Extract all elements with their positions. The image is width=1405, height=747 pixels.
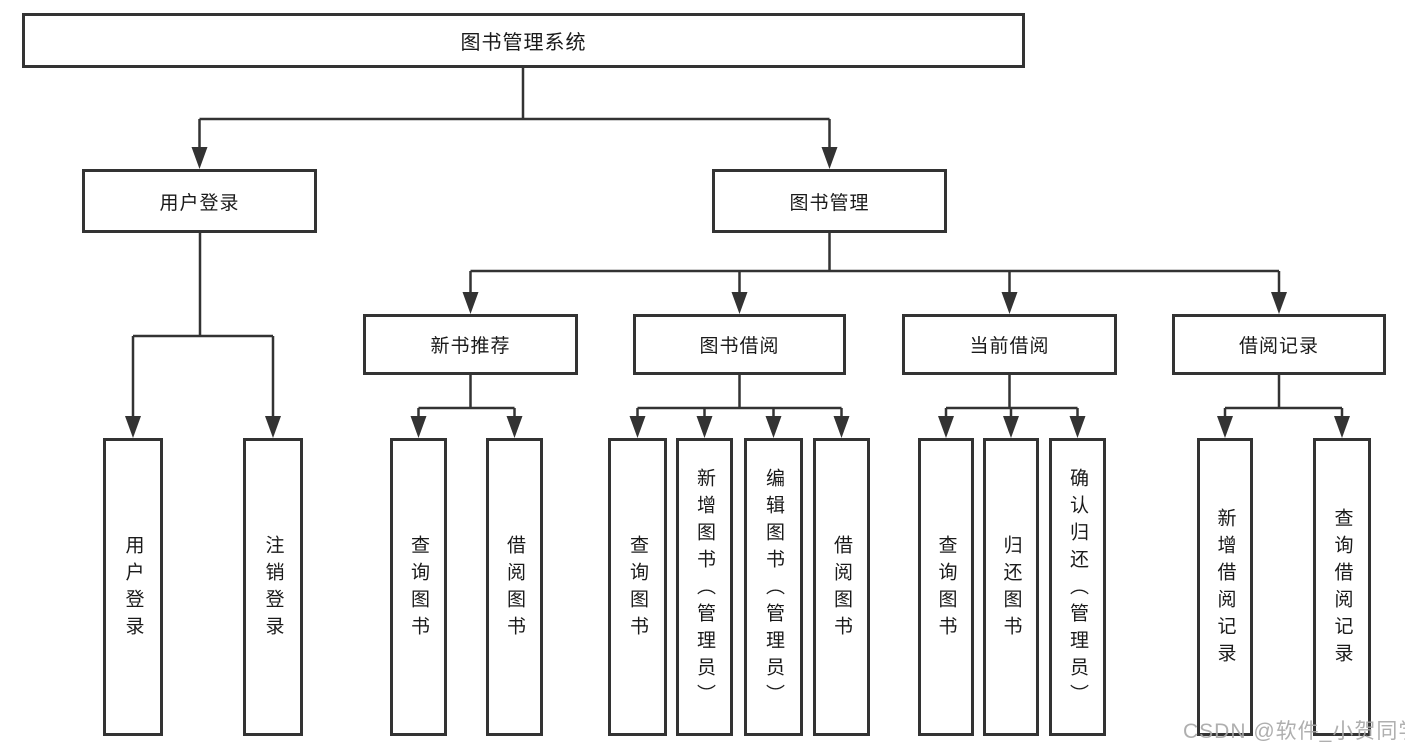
- arrow-leaf-add-record: [1217, 416, 1233, 438]
- arrow-book-borrow: [731, 292, 748, 314]
- wire-user-login-children: [131, 233, 275, 419]
- arrow-leaf-query-1: [410, 416, 427, 438]
- node-book-borrow: 图书借阅: [633, 314, 846, 375]
- leaf-add-borrow-record: 新增借阅记录: [1197, 438, 1253, 736]
- wire-new-book-children: [417, 375, 516, 420]
- arrow-leaf-confirm-return: [1069, 416, 1086, 438]
- arrow-leaf-borrow-2: [833, 416, 850, 438]
- wire-book-borrow-children: [636, 375, 843, 420]
- arrow-user-login: [191, 147, 208, 169]
- leaf-borrow-books: 借阅图书: [813, 438, 870, 736]
- arrow-leaf-query-2: [629, 416, 646, 438]
- arrow-leaf-edit-book: [765, 416, 782, 438]
- leaf-query-books-recommend: 查询图书: [390, 438, 447, 736]
- watermark: CSDN @软件_小贺同学: [1183, 720, 1405, 743]
- leaf-confirm-return-admin: 确认归还（管理员）: [1049, 438, 1106, 736]
- wire-borrow-records-children: [1223, 375, 1344, 420]
- node-root-title: 图书管理系统: [22, 13, 1025, 68]
- arrowheads: [125, 147, 1350, 438]
- arrow-leaf-borrow-1: [506, 416, 523, 438]
- node-user-login: 用户登录: [82, 169, 317, 233]
- arrow-leaf-return-book: [1003, 416, 1019, 438]
- arrow-leaf-logout: [265, 416, 281, 438]
- arrow-leaf-query-record: [1334, 416, 1350, 438]
- node-new-book-recommend: 新书推荐: [363, 314, 578, 375]
- leaf-query-books-borrow: 查询图书: [608, 438, 667, 736]
- node-borrow-records: 借阅记录: [1172, 314, 1386, 375]
- arrow-current-borrow: [1001, 292, 1018, 314]
- wire-book-management-children: [469, 233, 1281, 295]
- wire-current-borrow-children: [944, 375, 1079, 420]
- node-book-management: 图书管理: [712, 169, 947, 233]
- leaf-logout: 注销登录: [243, 438, 303, 736]
- leaf-user-login: 用户登录: [103, 438, 163, 736]
- leaf-return-book: 归还图书: [983, 438, 1039, 736]
- arrow-leaf-add-book: [696, 416, 713, 438]
- leaf-query-borrow-record: 查询借阅记录: [1313, 438, 1371, 736]
- arrow-leaf-user-login: [125, 416, 141, 438]
- arrow-leaf-query-3: [938, 416, 954, 438]
- leaf-query-books-current: 查询图书: [918, 438, 974, 736]
- leaf-add-book-admin: 新增图书（管理员）: [676, 438, 733, 736]
- leaf-borrow-books-recommend: 借阅图书: [486, 438, 543, 736]
- leaf-edit-book-admin: 编辑图书（管理员）: [744, 438, 803, 736]
- arrow-borrow-records: [1271, 292, 1287, 314]
- arrow-new-book-recommend: [462, 292, 479, 314]
- arrow-book-management: [821, 147, 838, 169]
- node-current-borrow: 当前借阅: [902, 314, 1117, 375]
